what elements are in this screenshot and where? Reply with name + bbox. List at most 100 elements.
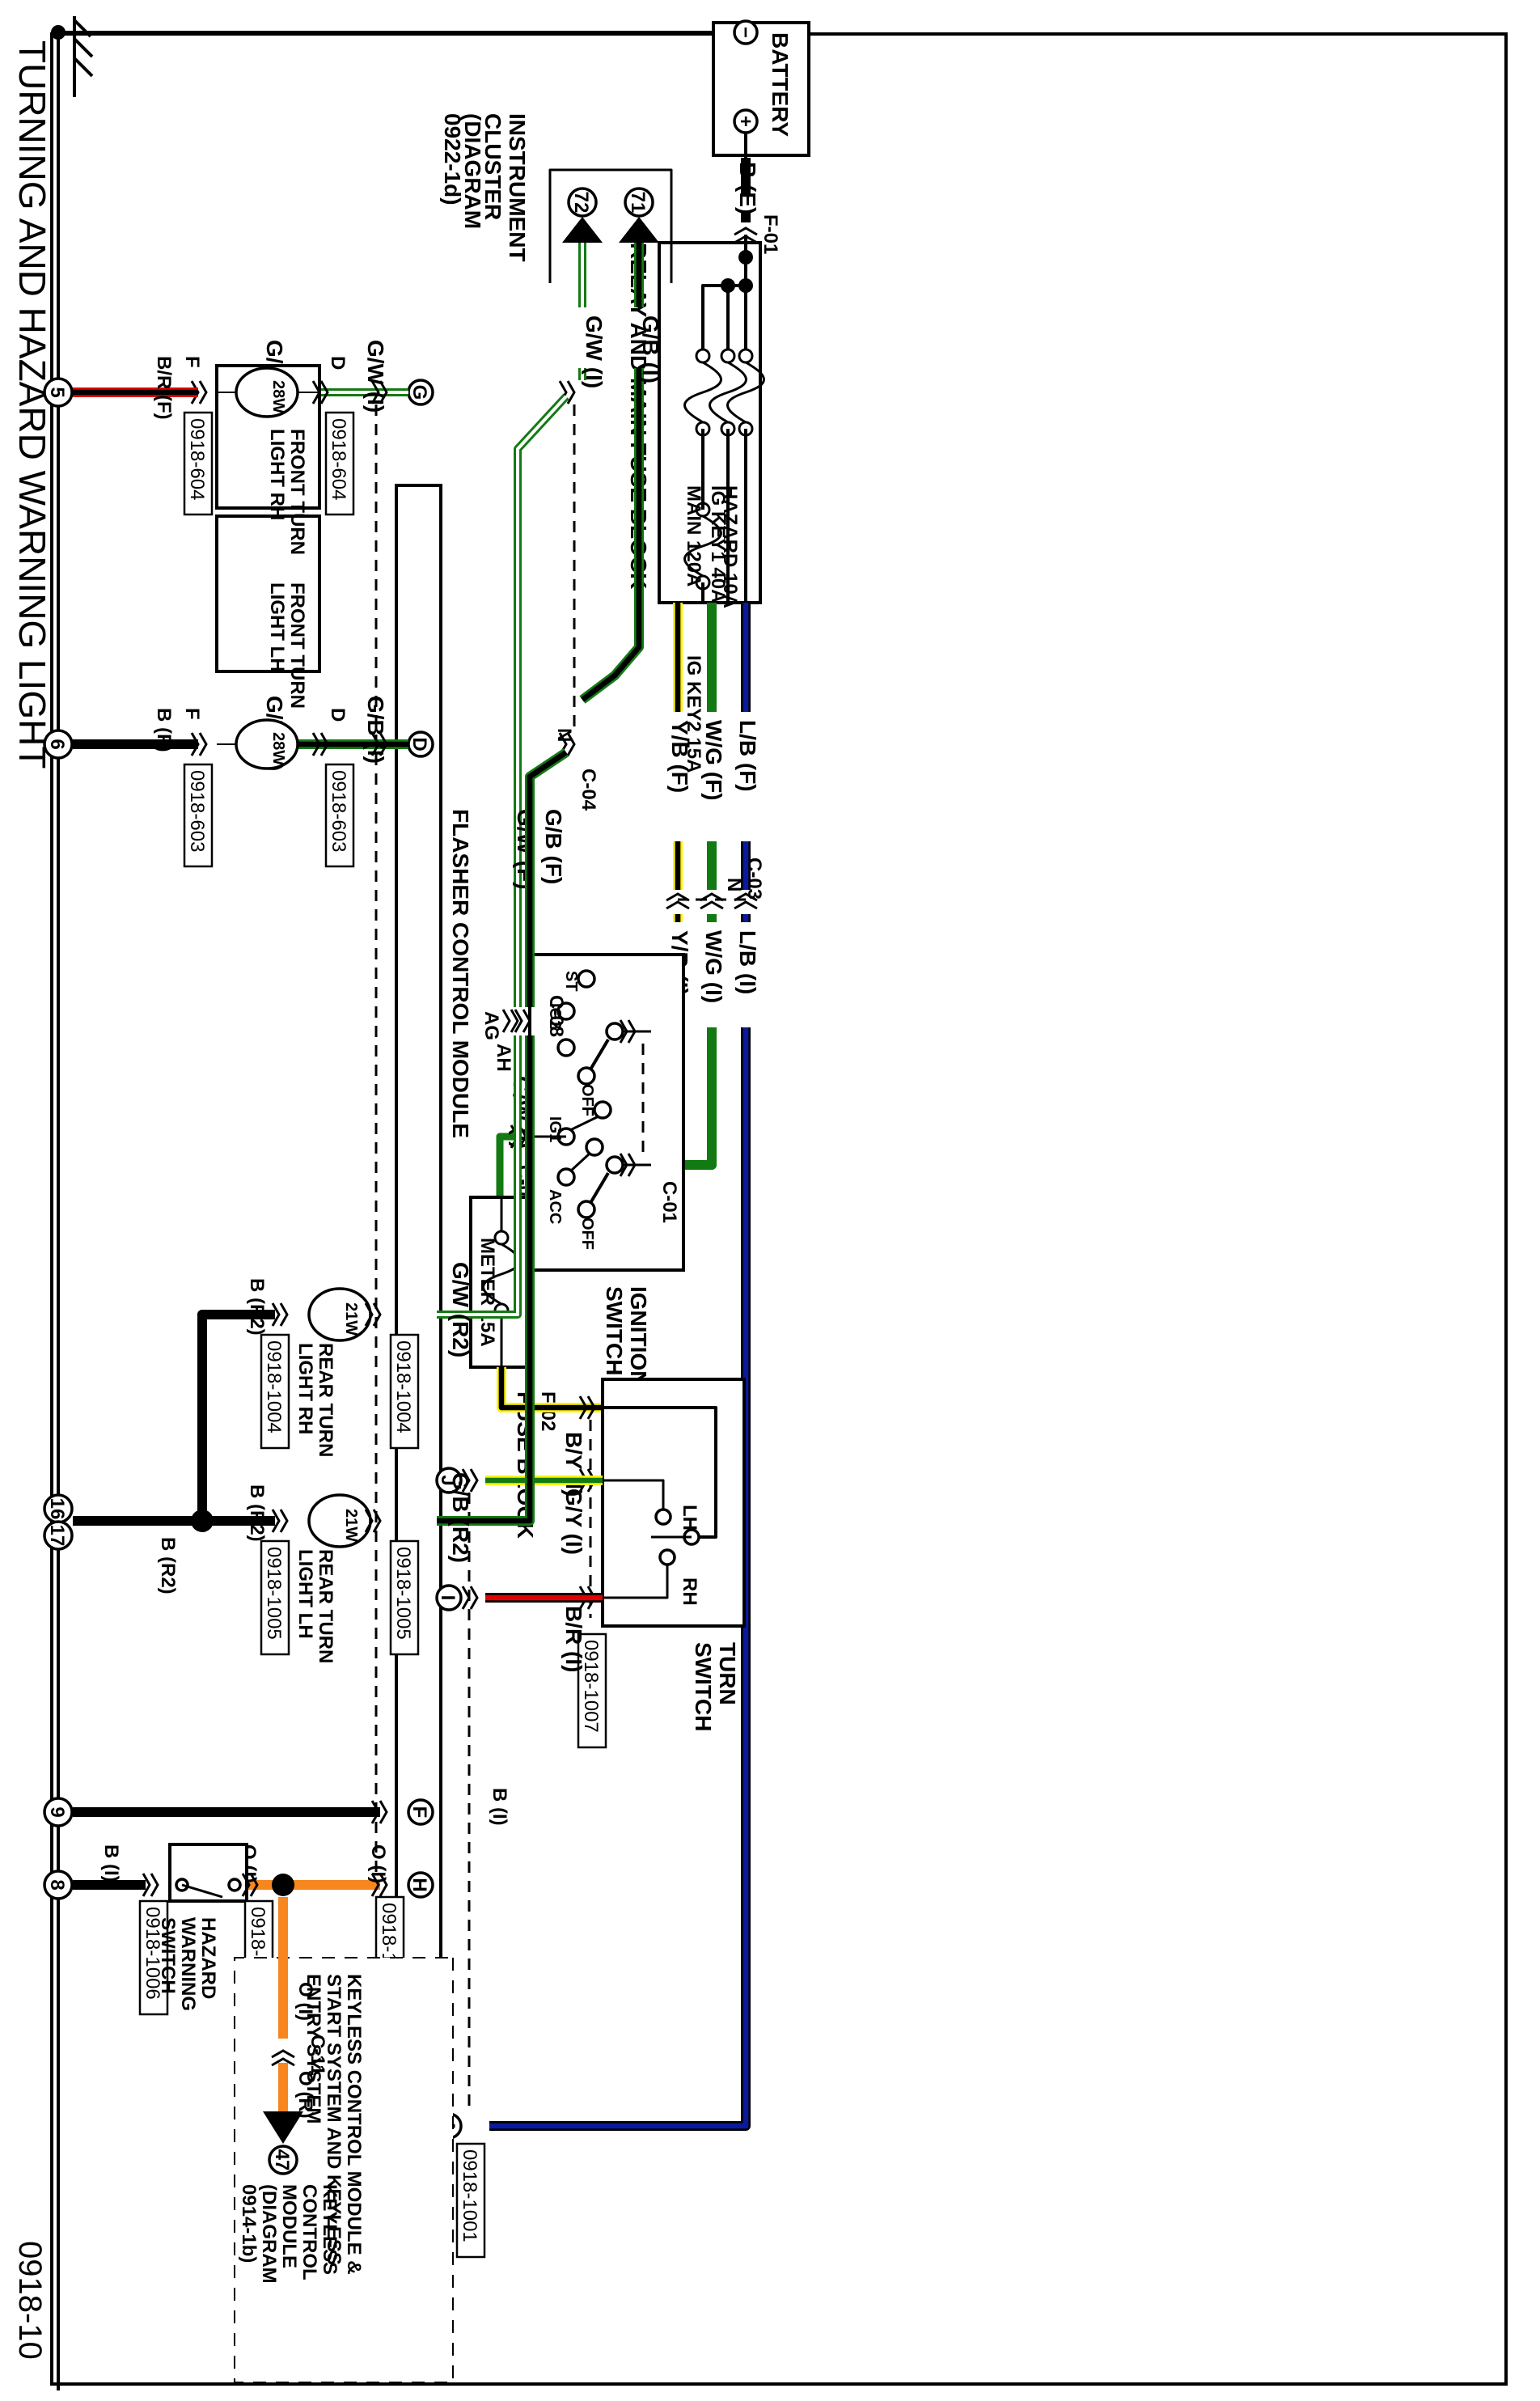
wire-label-wg-i: W/G (I) bbox=[701, 930, 726, 1003]
wire-gb-i-71-b-core bbox=[581, 368, 642, 702]
ground-point-9-circle bbox=[43, 1797, 74, 1827]
fuse-ig-key1-element bbox=[709, 361, 747, 424]
tag-0918-1006-gnd: 0918-1006 bbox=[138, 1899, 169, 2016]
keyless-system-label-1: KEYLESS CONTROL MODULE & bbox=[343, 1974, 365, 2275]
connector-c08-label: C-08 bbox=[545, 995, 567, 1037]
wire-gw-f-rear-inner bbox=[516, 395, 568, 1007]
ground-point-17-text: 17 bbox=[46, 1525, 68, 1547]
tag-0918-1006-gnd-text: 0918-1006 bbox=[142, 1907, 163, 2000]
instrument-pin-71-circle bbox=[624, 187, 654, 218]
wire-b-r2-rh-core bbox=[197, 1310, 275, 1521]
rear-ground-junction bbox=[191, 1510, 214, 1532]
turn-switch-lh-contact bbox=[654, 1508, 672, 1526]
hazard-switch-label-2: WARNING bbox=[177, 1917, 199, 2011]
battery-label: BATTERY bbox=[768, 32, 793, 137]
fuse-ig-key2-element bbox=[683, 514, 722, 578]
ign-contact-off-2 bbox=[577, 1200, 596, 1219]
ign-contact-common-2 bbox=[605, 1155, 624, 1175]
turn-switch-lh-lead bbox=[603, 1479, 665, 1510]
tag-0918-603-f-box bbox=[183, 763, 214, 868]
connector-c08-pin-ah: AH bbox=[493, 1044, 514, 1072]
ground-point-5-circle bbox=[43, 377, 74, 408]
tag-0918-604-d-box bbox=[324, 411, 355, 516]
keyless-system-label-2: START SYSTEM AND KEYLESS bbox=[323, 1974, 345, 2265]
rear-lh-label-1: REAR TURN bbox=[315, 1549, 336, 1663]
hazard-keyless-junction bbox=[272, 1874, 294, 1896]
turn-switch-label-1: TURN bbox=[715, 1642, 740, 1705]
connector-c03-pin: N bbox=[723, 878, 745, 891]
wire-label-gw-i-g: G/W (I) bbox=[363, 340, 388, 413]
ign-contact-off-1 bbox=[577, 1066, 596, 1086]
wire-label-o-i-keyless: O (I) bbox=[294, 1982, 316, 2021]
tag-0918-603-f: 0918-603 bbox=[183, 763, 214, 868]
front-lh-label-2: LIGHT LH bbox=[266, 582, 288, 672]
wire-label-gb-i-71: G/B (I) bbox=[638, 315, 663, 383]
ign-ig1-link bbox=[569, 1115, 599, 1132]
wire-label-b-r2-lh: B (R2) bbox=[246, 1484, 268, 1542]
keyless-pin-47-text: 47 bbox=[271, 2149, 293, 2171]
chassis-ground-icon bbox=[73, 16, 94, 97]
instrument-pin-71-text: 71 bbox=[627, 192, 649, 214]
flasher-control-module-label: FLASHER CONTROL MODULE bbox=[448, 809, 473, 1138]
turn-switch-feed bbox=[603, 1406, 717, 1539]
wire-gw-i-ign-to-f02-core bbox=[496, 1133, 518, 1197]
ground-point-8-text: 8 bbox=[46, 1879, 68, 1890]
fuse-label-ig-key2: IG KEY2 15A bbox=[683, 655, 704, 773]
tag-0918-1006-gnd-box bbox=[138, 1899, 169, 2016]
ign-contact-mid bbox=[556, 1038, 576, 1057]
turn-switch-label-2: SWITCH bbox=[691, 1642, 716, 1731]
turn-switch-rh-contact bbox=[658, 1548, 676, 1566]
connector-front-rh-d bbox=[311, 380, 329, 404]
wire-gw-r2-inner bbox=[437, 1035, 519, 1316]
wire-label-lb-i: L/B (I) bbox=[735, 930, 760, 994]
front-lh-bulb-icon bbox=[235, 718, 299, 770]
connector-rear-lh-in bbox=[364, 1509, 382, 1533]
tag-0918-1005-gnd-text: 0918-1005 bbox=[263, 1547, 285, 1640]
battery-positive-symbol: + bbox=[734, 116, 756, 127]
hazard-switch-label-3: SWITCH bbox=[157, 1917, 179, 1994]
ign-switch-arm-1 bbox=[589, 1038, 610, 1071]
instrument-cluster-label-1: INSTRUMENT bbox=[505, 113, 530, 262]
rear-rh-bulb-icon bbox=[307, 1287, 372, 1342]
fuse-hazard-element bbox=[726, 361, 765, 424]
keyless-module-label-1: KEYLESS bbox=[319, 2184, 341, 2275]
turn-switch-box bbox=[601, 1378, 746, 1628]
tag-0918-1004-gnd: 0918-1004 bbox=[260, 1333, 290, 1450]
fb-junction-a bbox=[738, 250, 753, 265]
flasher-pin-h-text: H bbox=[408, 1878, 430, 1891]
turn-switch-rh-lead bbox=[603, 1565, 669, 1599]
wire-gb-r2-core bbox=[437, 1035, 533, 1524]
fuse-main-term-a bbox=[695, 348, 711, 364]
wire-label-o-i-h: O (I) bbox=[367, 1844, 389, 1883]
wire-gb-f-rear-core bbox=[527, 750, 568, 1007]
turn-switch-lh-label: LH bbox=[679, 1505, 700, 1531]
tag-0918-603-d-text: 0918-603 bbox=[328, 770, 349, 852]
ign-label-ig1: IG1 bbox=[546, 1116, 564, 1142]
wire-label-b-e: B (E) bbox=[735, 162, 760, 214]
flasher-pin-f-text: F bbox=[408, 1806, 430, 1819]
wire-label-b-i-hazard: B (I) bbox=[100, 1844, 122, 1882]
connector-flasher-j bbox=[461, 1468, 479, 1493]
connector-front-lh-d bbox=[311, 732, 329, 756]
tag-0918-1005-gnd: 0918-1005 bbox=[260, 1539, 290, 1656]
fuse-label-main: MAIN 120A bbox=[683, 485, 704, 586]
front-rh-bulb-icon bbox=[235, 366, 299, 418]
connector-rear-lh-gnd bbox=[271, 1509, 289, 1533]
ground-point-5-text: 5 bbox=[46, 387, 68, 397]
instrument-cluster-label-3: (DIAGRAM bbox=[460, 113, 485, 229]
connector-c11-label: C-11 bbox=[307, 2035, 328, 2076]
wire-label-b-f: B (F) bbox=[153, 708, 175, 752]
wire-label-br-f: B/R (F) bbox=[153, 356, 175, 420]
connector-flasher-f bbox=[370, 1800, 388, 1824]
tag-0918-604-f-text: 0918-604 bbox=[186, 418, 208, 500]
keyless-module-label-3: MODULE bbox=[278, 2184, 300, 2268]
tag-0918-1005-gnd-box bbox=[260, 1539, 290, 1656]
rear-lh-watt: 21W bbox=[342, 1509, 360, 1542]
fuse-ig-key1-term-a bbox=[720, 348, 736, 364]
flasher-pin-j-text: J bbox=[437, 1475, 459, 1485]
connector-c03-label: C-03 bbox=[743, 858, 765, 900]
connector-turn-by bbox=[578, 1395, 596, 1420]
fuse-label-hazard: HAZARD 10A bbox=[719, 485, 741, 608]
connector-rear-rh-gnd bbox=[271, 1302, 289, 1327]
